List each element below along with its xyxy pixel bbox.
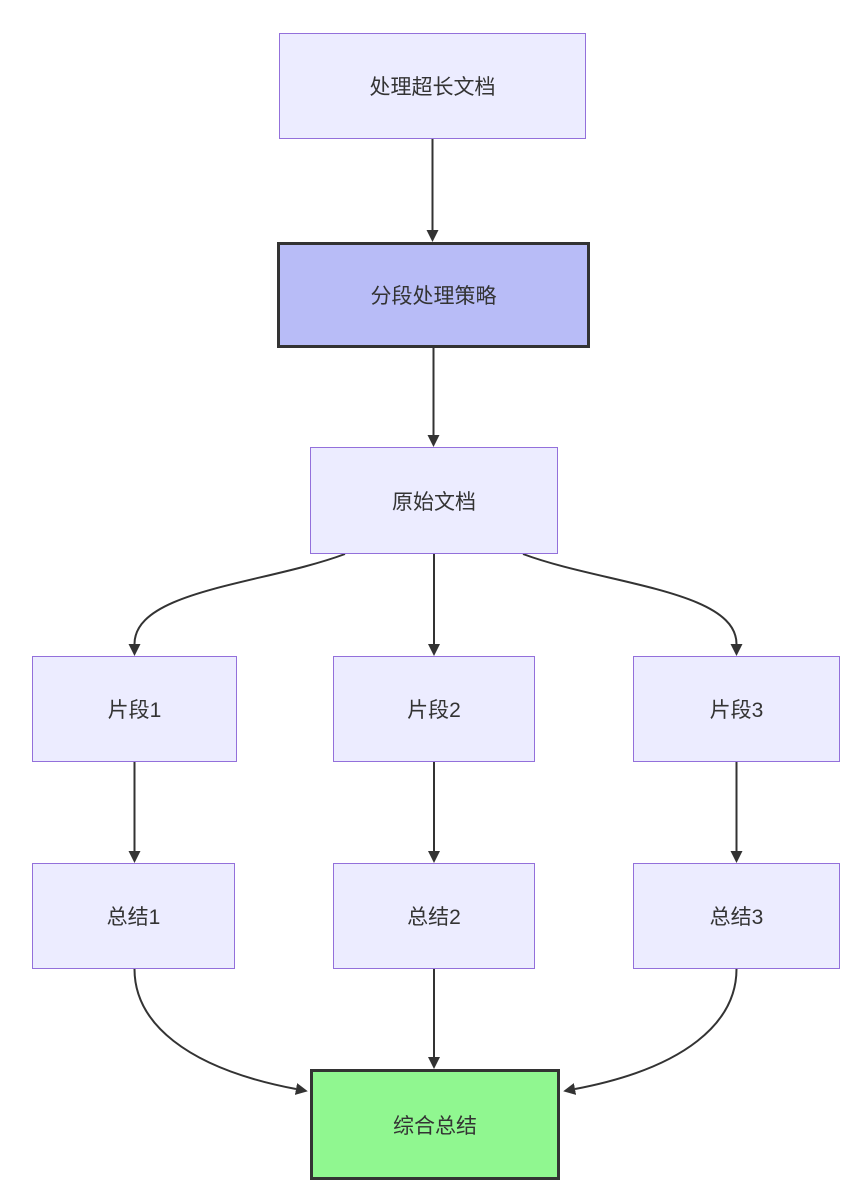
edge-summary3-to-final [563,968,738,1095]
node-summary-3-label: 总结3 [709,906,764,929]
node-process-long-document: 处理超长文档 [279,33,586,139]
edge-original-to-fragment3 [522,553,743,656]
node-summary-1-label: 总结1 [106,906,161,929]
node-fragment-3-label: 片段3 [709,699,764,722]
node-fragment-1: 片段1 [32,656,237,762]
node-final-summary-label: 综合总结 [393,1114,477,1138]
node-fragment-2: 片段2 [333,656,535,762]
node-original-document: 原始文档 [310,447,558,554]
node-summary-3: 总结3 [633,863,840,969]
node-summary-2: 总结2 [333,863,535,969]
node-fragment-3: 片段3 [633,656,840,762]
node-segmentation-strategy: 分段处理策略 [277,242,590,348]
node-segmentation-strategy-label: 分段处理策略 [370,285,497,308]
node-original-document-label: 原始文档 [392,490,476,514]
node-fragment-1-label: 片段1 [107,699,162,722]
node-summary-1: 总结1 [32,863,235,969]
edge-original-to-fragment1 [128,553,346,656]
node-fragment-2-label: 片段2 [407,699,461,722]
edge-summary1-to-final [133,968,308,1095]
node-final-summary: 综合总结 [310,1069,560,1180]
node-process-long-document-label: 处理超长文档 [369,76,496,99]
node-summary-2-label: 总结2 [407,906,461,929]
